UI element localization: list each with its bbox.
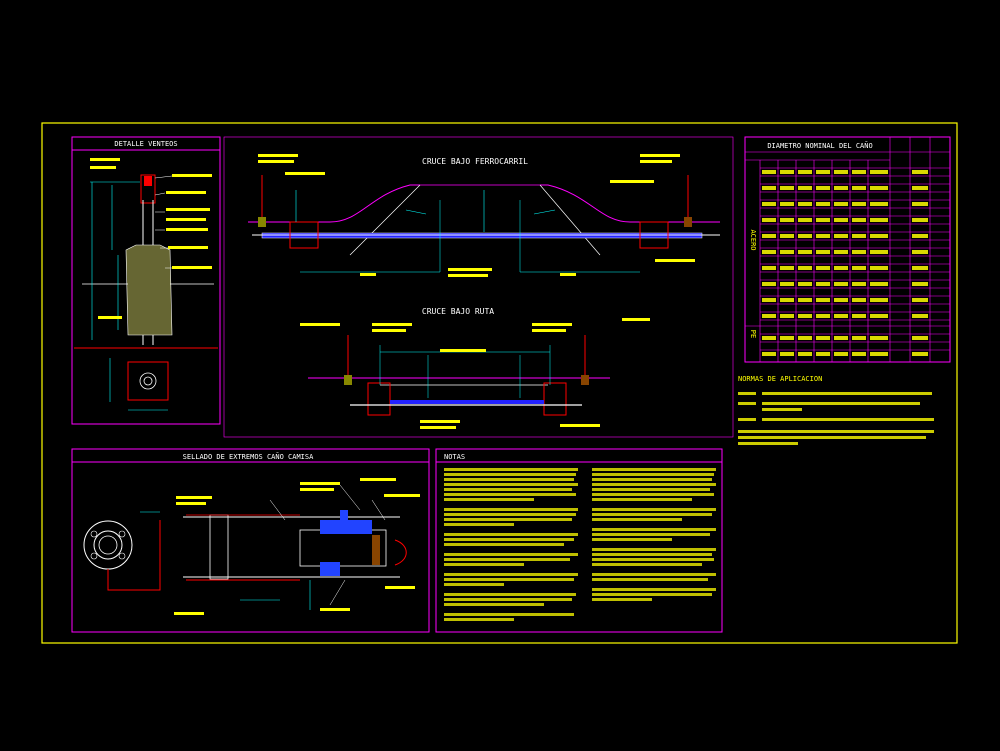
sheet-frame [41,122,958,644]
material-pe-label: PE [749,330,757,338]
table-title: DIAMETRO NOMINAL DEL CAÑO [767,141,872,150]
casing-seal-detail-panel: SELLADO DE EXTREMOS CAÑO CAMISA [71,448,430,633]
pipe-diameter-table: DIAMETRO NOMINAL DEL CAÑO [744,136,951,363]
material-acero-label: ACERO [749,229,757,250]
venteo-detail-panel: DETALLE VENTEOS [71,136,221,425]
railway-crossing-title: CRUCE BAJO FERROCARRIL [422,157,528,166]
standards-section: NORMAS DE APLICACION [738,375,934,445]
seal-title: SELLADO DE EXTREMOS CAÑO CAMISA [183,452,314,461]
notes-title: NOTAS [444,453,465,461]
venteo-title: DETALLE VENTEOS [114,140,177,148]
road-crossing-section: CRUCE BAJO RUTA [300,307,650,429]
railway-crossing-section: CRUCE BAJO FERROCARRIL [223,136,734,438]
notes-panel: NOTAS [435,448,723,633]
standards-title: NORMAS DE APLICACION [738,375,822,383]
road-crossing-title: CRUCE BAJO RUTA [422,307,494,316]
